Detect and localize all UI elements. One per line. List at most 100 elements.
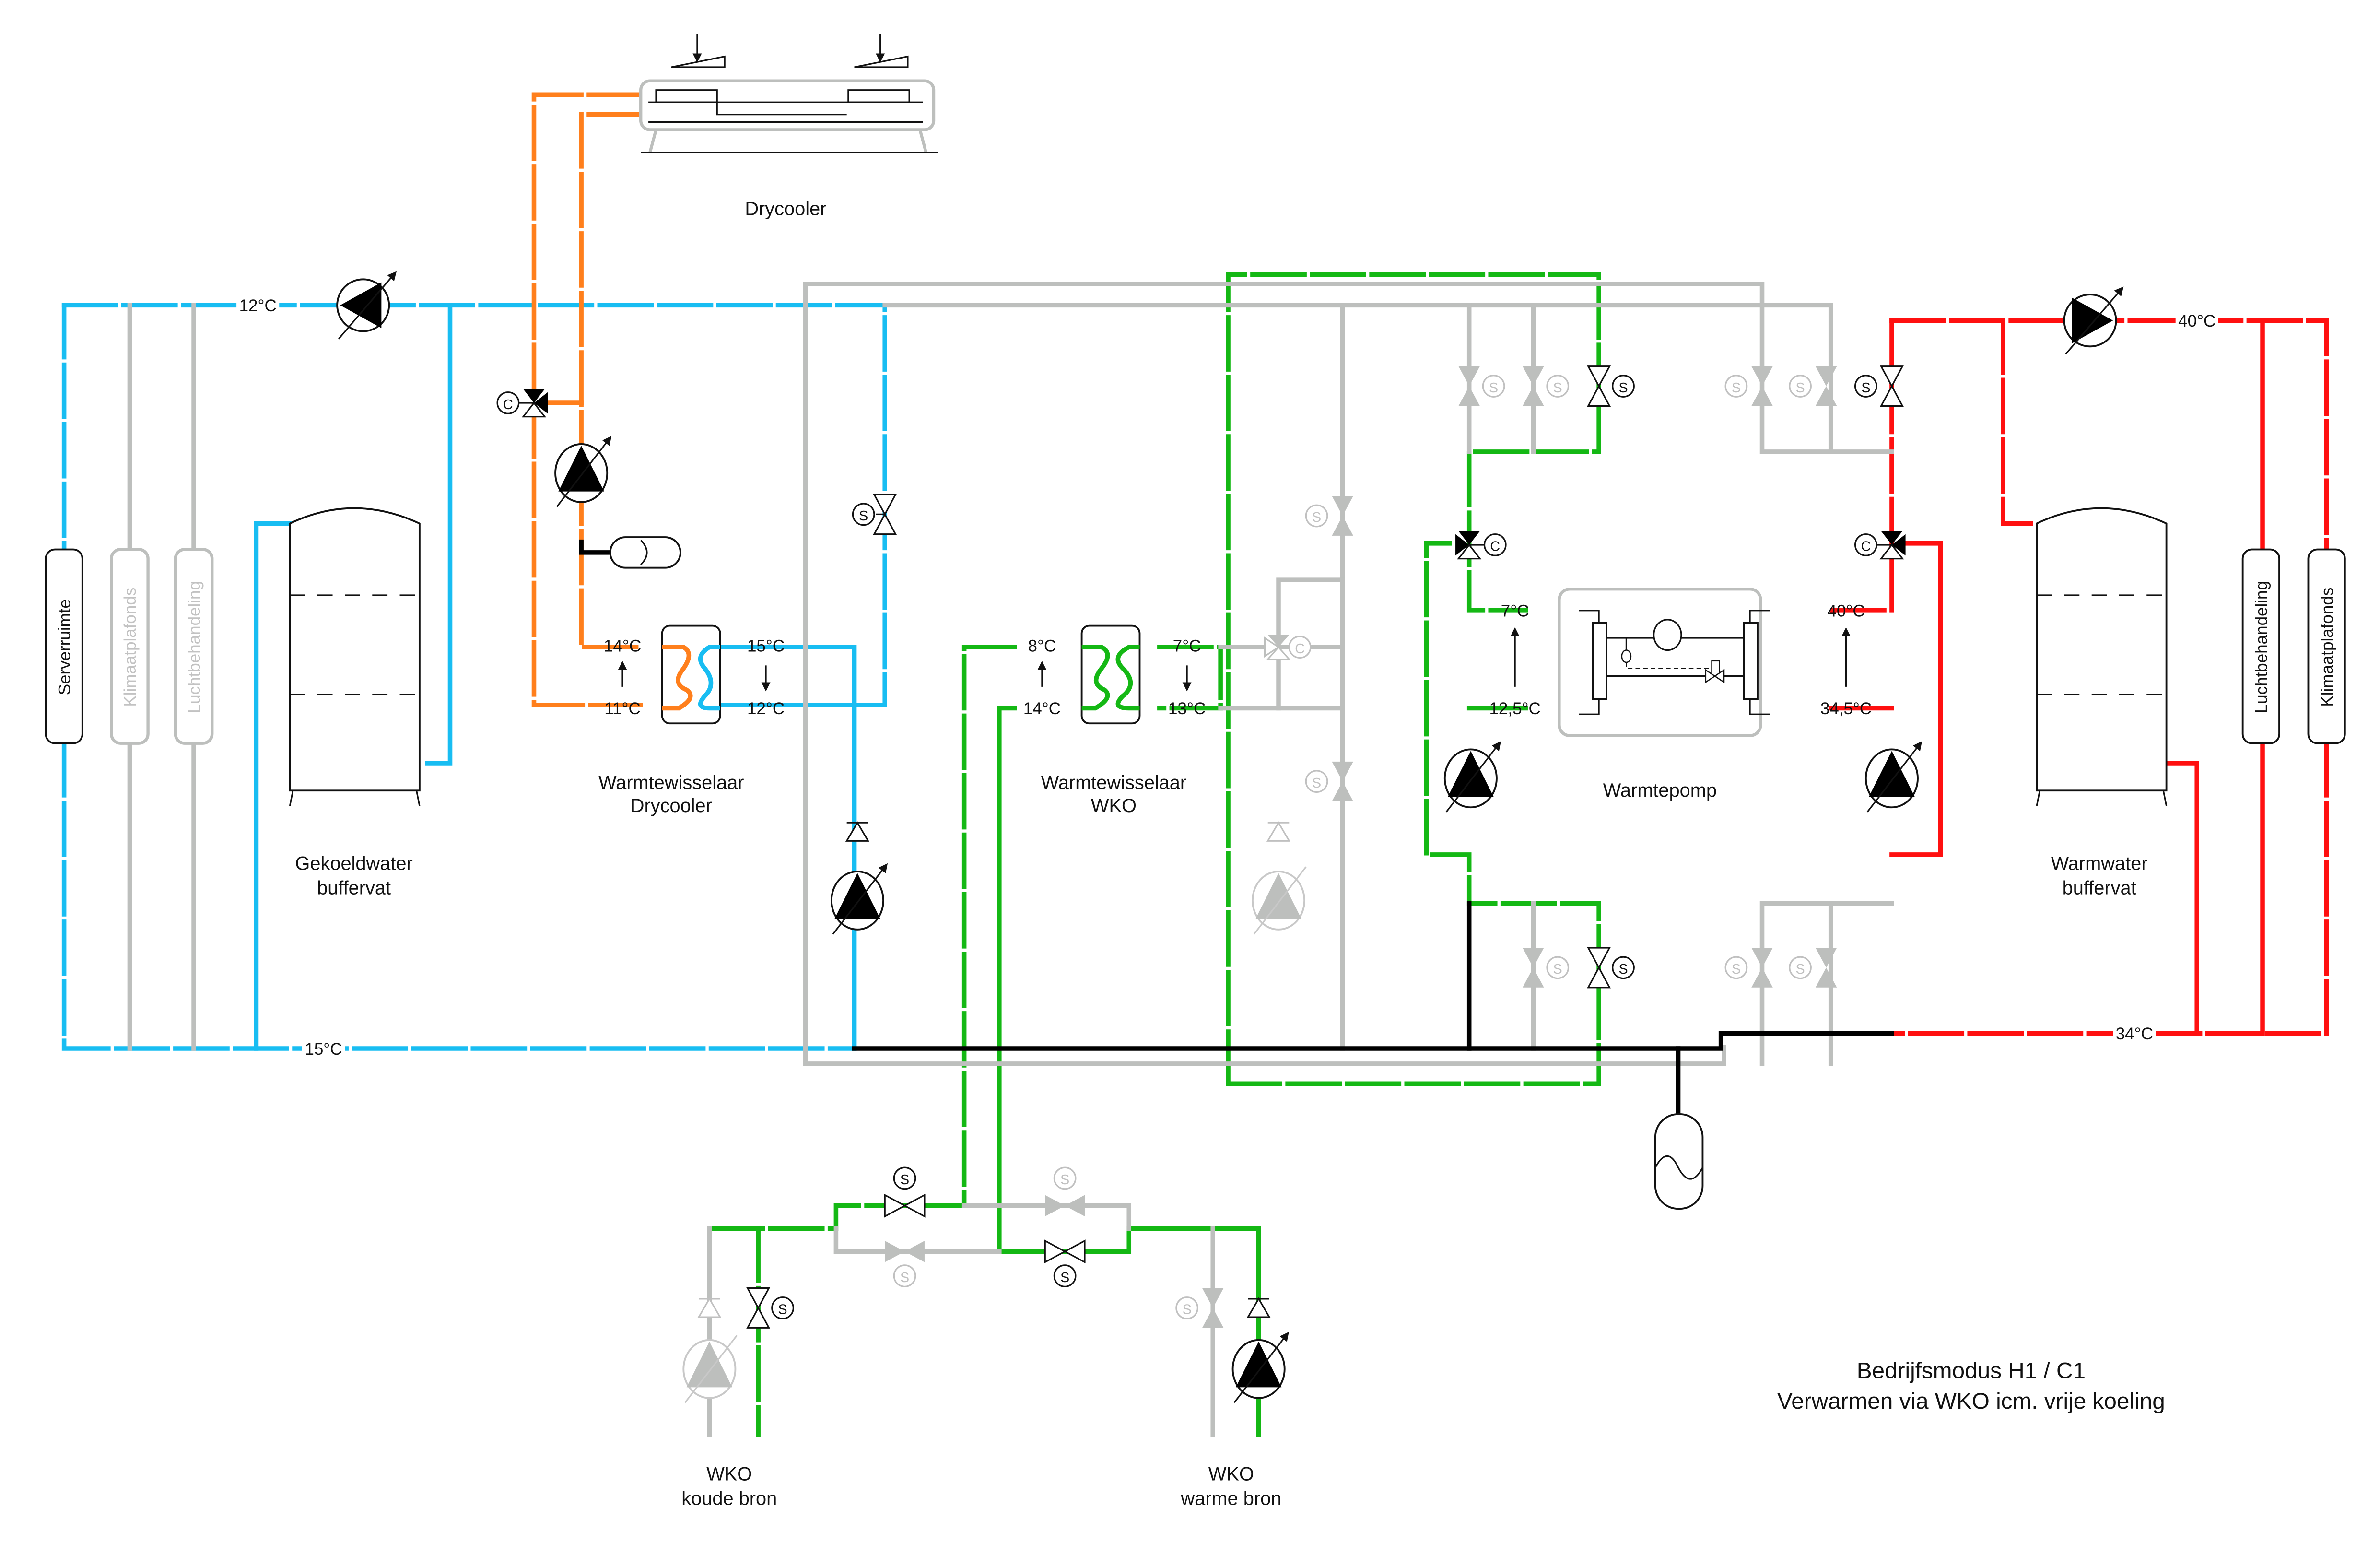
inactive-pump-icon[interactable] — [1252, 866, 1307, 935]
temp-label: 15°C — [747, 637, 785, 656]
inactive-valve-icon[interactable] — [1751, 366, 1773, 406]
active-valve-icon[interactable] — [747, 1287, 770, 1329]
active-valve-icon[interactable] — [1587, 365, 1610, 407]
svg-text:S: S — [778, 1302, 787, 1318]
drycooler-three-way-valve[interactable]: C — [496, 389, 548, 418]
drycooler-pump-icon[interactable] — [555, 439, 609, 506]
wko-cold-label-1: WKO — [706, 1464, 752, 1485]
fan-icon — [854, 34, 909, 68]
evaporator-three-way-valve[interactable]: C — [1455, 531, 1507, 560]
consumer-luchtbehandeling-right[interactable]: Luchtbehandeling — [2241, 548, 2280, 744]
temp-label: 12°C — [747, 699, 785, 718]
central-expansion-vessel — [1654, 1113, 1704, 1210]
pipes-drycooler — [531, 92, 643, 707]
inactive-check-valve-icon — [698, 1298, 721, 1318]
svg-text:S: S — [1861, 380, 1870, 396]
temp-label: 34,5°C — [1820, 699, 1872, 718]
temp-label: 11°C — [604, 699, 641, 718]
wko-cold-label-2: koude bron — [681, 1488, 777, 1509]
condenser-three-way-valve[interactable]: C — [1854, 531, 1906, 560]
wko-warm-label-1: WKO — [1208, 1464, 1254, 1485]
inactive-valve-icon[interactable] — [1332, 761, 1353, 801]
pipes-wko — [707, 272, 1601, 1437]
hx-wko-label-1: Warmtewisselaar — [1041, 772, 1186, 793]
condenser-pump-icon[interactable] — [1866, 745, 1919, 812]
chilled-supply-pump-icon[interactable] — [337, 275, 394, 339]
inactive-check-valve-icon — [1267, 822, 1290, 842]
evaporator-pump-icon[interactable] — [1445, 745, 1498, 812]
inactive-valve-icon[interactable] — [1523, 366, 1544, 406]
temp-label: 12,5°C — [1489, 699, 1540, 718]
cold-well-pump-icon[interactable] — [682, 1334, 738, 1404]
consumer-serverruimte[interactable]: Serverruimte — [45, 548, 83, 744]
inactive-valve-icon[interactable] — [1332, 496, 1353, 536]
chilled-bypass-valve[interactable]: S — [852, 494, 897, 535]
svg-text:S: S — [1312, 776, 1321, 791]
drycooler-unit[interactable] — [639, 34, 938, 153]
consumer-luchtbehandeling-left[interactable]: Luchtbehandeling — [174, 548, 214, 745]
wko-warm-label-2: warme bron — [1180, 1488, 1281, 1509]
svg-text:S: S — [900, 1172, 909, 1188]
heat-exchanger-drycooler[interactable] — [661, 624, 721, 725]
svg-text:S: S — [1618, 962, 1628, 977]
warm-well-pump-icon[interactable] — [1233, 1335, 1286, 1402]
expansion-valve-icon — [1705, 669, 1725, 683]
wko-three-way-valve-inactive[interactable]: C — [1264, 635, 1312, 660]
consumer-klimaatplafonds-right[interactable]: Klimaatplafonds — [2307, 548, 2346, 744]
svg-text:C: C — [1861, 539, 1871, 554]
inactive-valve-icon[interactable] — [1202, 1288, 1224, 1328]
inactive-valve-icon[interactable] — [1815, 948, 1837, 988]
active-valve-icon[interactable] — [1587, 947, 1610, 989]
temp-label: 40°C — [2178, 312, 2216, 330]
hot-water-buffer-tank[interactable] — [2036, 507, 2168, 806]
pipes-hot-water — [1828, 318, 2329, 1036]
temp-label: 8°C — [1028, 637, 1056, 656]
consumer-label: Luchtbehandeling — [185, 581, 204, 713]
drycooler-expansion-vessel — [609, 536, 681, 569]
svg-text:S: S — [1060, 1172, 1069, 1188]
svg-text:S: S — [1732, 380, 1741, 396]
active-valve-icon[interactable] — [1880, 365, 1903, 407]
temp-label: 12°C — [239, 296, 277, 315]
hx-drycooler-label-2: Drycooler — [631, 795, 712, 816]
inactive-valve-icon[interactable] — [1751, 948, 1773, 988]
inactive-valve-icon[interactable] — [1523, 948, 1544, 988]
temp-label: 40°C — [1827, 602, 1864, 621]
wko-solenoid-actuators: S S S S S S — [771, 1166, 1198, 1319]
svg-text:S: S — [1553, 380, 1562, 396]
loop-temperature-labels: 12°C 15°C 40°C 34°C — [236, 294, 2218, 1060]
svg-text:S: S — [859, 508, 868, 524]
pipes-common-return — [579, 539, 1894, 1117]
svg-text:C: C — [1490, 539, 1500, 554]
chilled-water-buffer-tank[interactable] — [289, 507, 421, 806]
actuator-letter: C — [503, 397, 513, 412]
svg-text:S: S — [1060, 1270, 1069, 1285]
hot-supply-pump-icon[interactable] — [2064, 290, 2121, 354]
inactive-valve-icon[interactable] — [885, 1240, 925, 1262]
fan-icon — [671, 34, 726, 68]
active-valve-icon[interactable] — [884, 1194, 926, 1217]
temp-label: 34°C — [2116, 1025, 2153, 1043]
check-valve-icon — [846, 822, 869, 842]
hot-buffer-label-2: buffervat — [2063, 878, 2136, 899]
chilled-hx-pump-icon[interactable] — [832, 867, 885, 934]
operating-mode-title: Bedrijfsmodus H1 / C1 — [1857, 1358, 2086, 1383]
svg-text:S: S — [1183, 1302, 1192, 1318]
active-valve-icon[interactable] — [1044, 1240, 1086, 1263]
heat-exchanger-wko[interactable] — [1080, 624, 1141, 725]
consumer-label: Luchtbehandeling — [2252, 581, 2271, 713]
heat-pump-unit[interactable] — [1558, 588, 1770, 737]
solenoid-actuators: S S S S S S S S S S — [1482, 375, 1877, 979]
consumer-klimaatplafonds-left[interactable]: Klimaatplafonds — [110, 548, 150, 745]
check-valve-icon — [1247, 1298, 1270, 1318]
hx-drycooler-label-1: Warmtewisselaar — [598, 772, 744, 793]
temp-label: 14°C — [604, 637, 641, 656]
svg-text:S: S — [1796, 962, 1805, 977]
heat-pump-label: Warmtepomp — [1603, 780, 1717, 801]
svg-text:S: S — [1732, 962, 1741, 977]
consumer-label: Klimaatplafonds — [2318, 588, 2336, 707]
inactive-valve-icon[interactable] — [1815, 366, 1837, 406]
svg-text:S: S — [1553, 962, 1562, 977]
svg-text:S: S — [1312, 510, 1321, 525]
temp-label: 14°C — [1023, 699, 1061, 718]
